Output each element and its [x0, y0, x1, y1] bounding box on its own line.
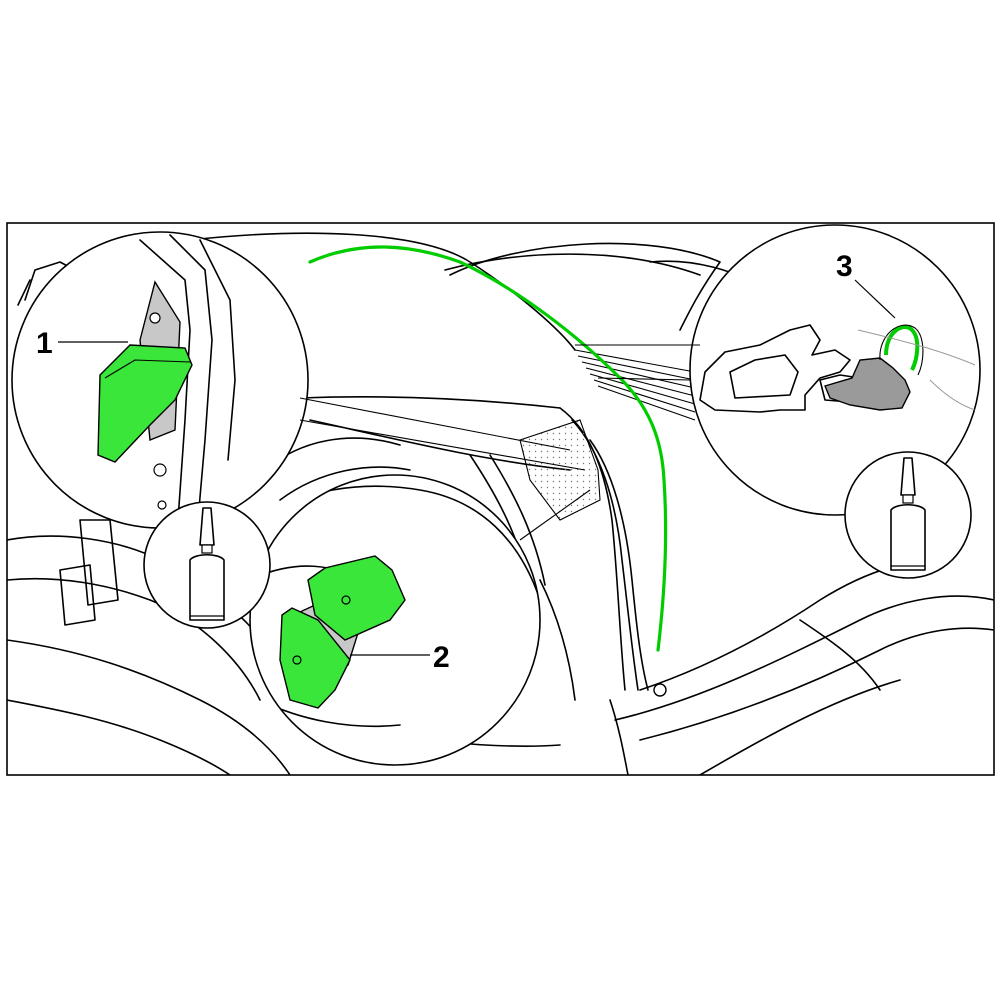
- roof-seal-strip: [308, 245, 668, 652]
- sealant-cartridge-icon: [143, 501, 271, 629]
- detail-circle-3: [689, 224, 981, 516]
- callout-1: 1: [36, 327, 53, 360]
- detail-circle-2: [249, 474, 541, 766]
- callout-2: 2: [433, 641, 450, 674]
- callout-3: 3: [836, 250, 853, 283]
- green-pad-2a: [307, 555, 406, 641]
- callout-3-leader: [854, 279, 896, 319]
- detail-leader-lines: [299, 344, 700, 541]
- sealant-cartridge-icon: [844, 451, 972, 579]
- green-pad-1: [97, 344, 193, 463]
- green-pad-2b: [279, 607, 351, 709]
- detail-circle-1: [11, 231, 309, 529]
